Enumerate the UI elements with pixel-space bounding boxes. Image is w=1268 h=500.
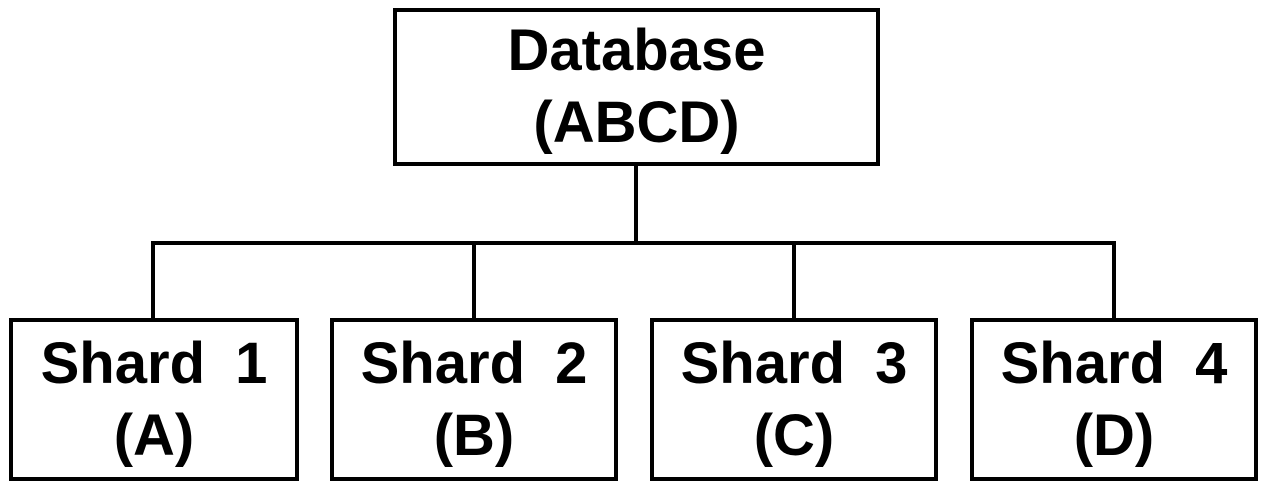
connector-drop-shard-2: [472, 243, 476, 320]
shard-2-subtitle: (B): [433, 402, 515, 468]
shard-4-subtitle: (D): [1073, 402, 1155, 468]
connector-root-stub: [634, 164, 638, 243]
shard-4-node: Shard 4 (D): [970, 318, 1258, 481]
database-node: Database (ABCD): [393, 8, 880, 166]
connector-drop-shard-1: [151, 243, 155, 320]
database-node-subtitle: (ABCD): [533, 90, 740, 155]
connector-drop-shard-3: [792, 243, 796, 320]
shard-1-node: Shard 1 (A): [9, 318, 299, 481]
shard-2-node: Shard 2 (B): [330, 318, 618, 481]
database-node-title: Database: [507, 18, 766, 83]
connector-trunk: [151, 241, 1116, 245]
shard-3-subtitle: (C): [753, 402, 835, 468]
shard-3-title: Shard 3: [680, 330, 908, 396]
shard-1-title: Shard 1: [40, 330, 268, 396]
shard-4-title: Shard 4: [1000, 330, 1228, 396]
shard-2-title: Shard 2: [360, 330, 588, 396]
connector-drop-shard-4: [1112, 243, 1116, 320]
shard-3-node: Shard 3 (C): [650, 318, 938, 481]
shard-1-subtitle: (A): [113, 402, 195, 468]
